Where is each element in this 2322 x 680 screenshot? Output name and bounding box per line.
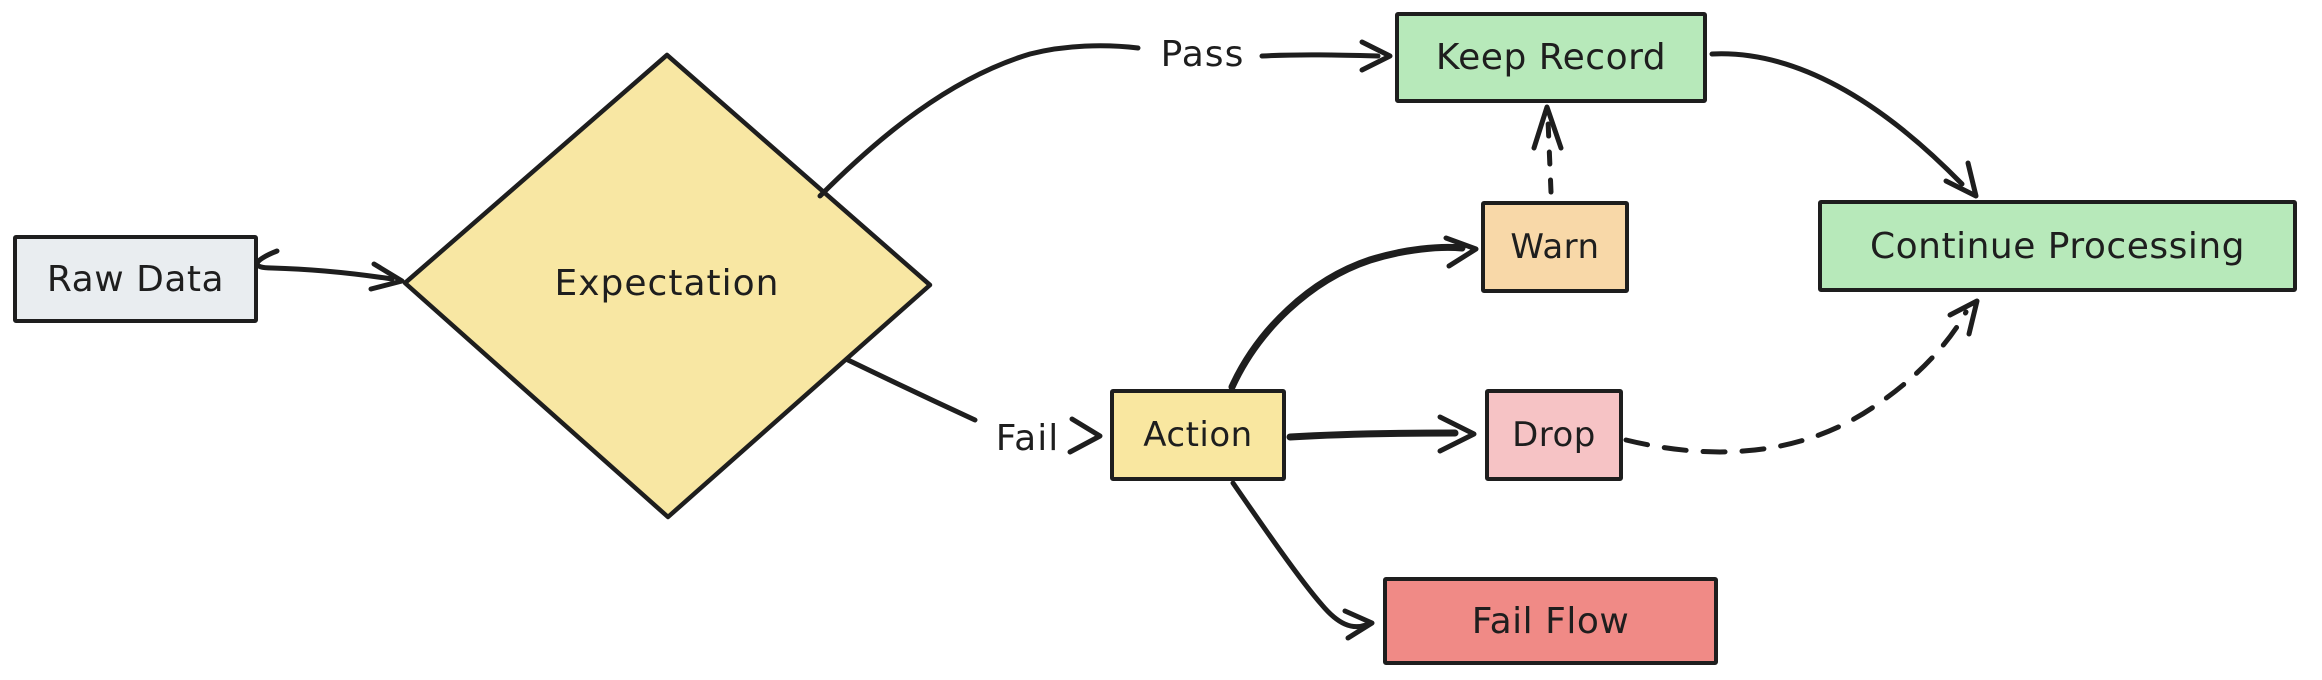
node-continue-processing: Continue Processing <box>1818 200 2297 292</box>
arrowhead-action-to-warn <box>1443 235 1479 269</box>
arrowhead-action-to-fail-flow <box>1342 608 1375 641</box>
edge-warn-to-keep-record-dashed <box>1545 117 1554 195</box>
node-expectation-label: Expectation <box>554 263 780 304</box>
arrowhead-keep-record-to-continue <box>1943 160 1979 199</box>
arrowhead-fail-to-action <box>1067 416 1103 455</box>
edge-expectation-to-pass-label <box>817 43 1141 199</box>
edge-raw-data-to-expectation <box>254 248 395 282</box>
node-raw-data: Raw Data <box>13 235 258 323</box>
edge-label-fail: Fail <box>995 418 1060 459</box>
expectation-diamond-shape <box>402 52 933 520</box>
edge-expectation-to-fail-label <box>845 357 978 423</box>
edge-drop-to-continue-dashed <box>1623 309 1969 455</box>
node-fail-flow: Fail Flow <box>1383 577 1718 665</box>
edge-action-to-fail-flow <box>1230 480 1369 630</box>
node-drop: Drop <box>1485 389 1623 481</box>
node-action: Action <box>1110 389 1286 481</box>
edge-keep-record-to-continue <box>1709 51 1965 187</box>
edge-action-to-warn <box>1228 243 1466 391</box>
edge-pass-label-to-keep-record <box>1259 52 1381 59</box>
node-warn: Warn <box>1481 201 1629 293</box>
node-keep-record: Keep Record <box>1395 12 1707 103</box>
edge-label-pass: Pass <box>1160 34 1245 75</box>
arrowhead-raw-data-to-expectation <box>368 261 405 292</box>
arrowhead-pass-to-keep-record <box>1359 39 1393 73</box>
arrowhead-action-to-drop <box>1437 414 1477 454</box>
edge-action-to-drop <box>1286 429 1459 441</box>
arrowhead-drop-to-continue <box>1947 298 1980 337</box>
arrowhead-warn-to-keep-record <box>1531 104 1564 151</box>
